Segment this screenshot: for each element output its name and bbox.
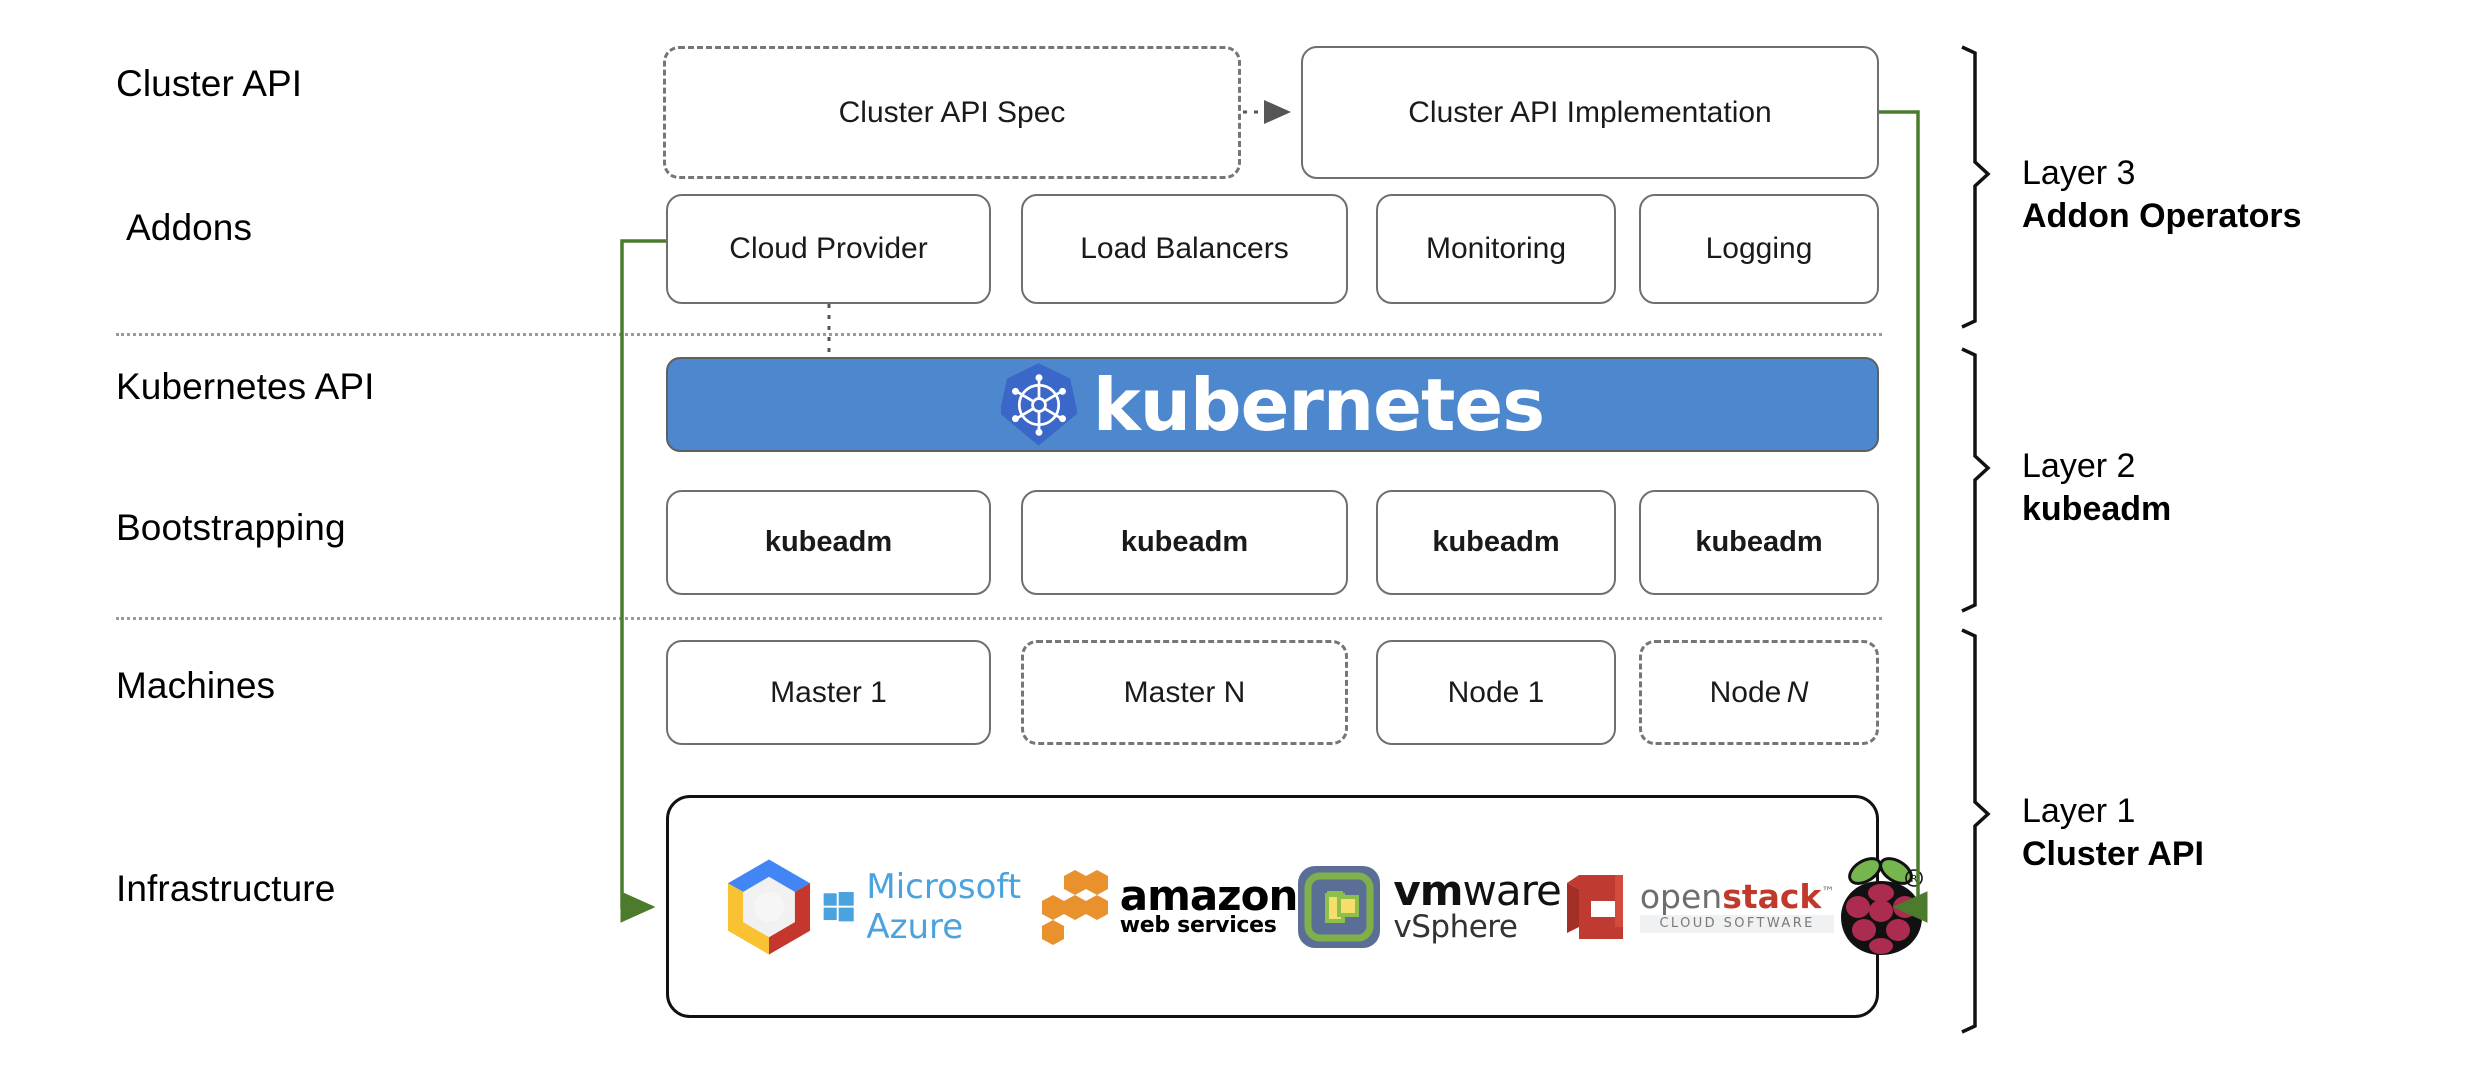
layer-2-name: kubeadm bbox=[2022, 489, 2172, 528]
layer-annotation-2: Layer 2 kubeadm bbox=[2022, 445, 2171, 531]
brace-layer-1 bbox=[1961, 628, 1991, 1034]
row-label-bootstrapping: Bootstrapping bbox=[116, 507, 346, 548]
connector-implementation-to-infrastructure bbox=[1879, 110, 1928, 923]
azure-wordmark: Microsoft Azure bbox=[866, 866, 1022, 947]
infrastructure-container[interactable]: Microsoft Azure amazon bbox=[666, 795, 1924, 1018]
separator-layer3-layer2 bbox=[116, 333, 1882, 336]
layer-2-label: Layer 2 bbox=[2022, 447, 2136, 485]
layer-annotation-3: Layer 3 Addon Operators bbox=[2022, 152, 2302, 238]
node-monitoring[interactable]: Monitoring bbox=[1376, 194, 1616, 304]
vsphere-icon bbox=[1298, 865, 1381, 948]
kubernetes-wordmark: kubernetes bbox=[1092, 362, 1545, 447]
row-label-kubernetes-api: Kubernetes API bbox=[116, 366, 375, 407]
logo-openstack[interactable]: openstack™ CLOUD SOFTWARE bbox=[1561, 857, 1835, 957]
node-load-balancers[interactable]: Load Balancers bbox=[1021, 194, 1348, 304]
openstack-tagline: CLOUD SOFTWARE bbox=[1639, 915, 1835, 933]
raspberry-pi-icon: R bbox=[1841, 856, 1924, 955]
node-node-n-label: Node bbox=[1709, 675, 1782, 709]
brace-layer-2 bbox=[1961, 347, 1991, 613]
logo-amazon-web-services[interactable]: amazon web services bbox=[1038, 857, 1298, 957]
logo-vmware-vsphere[interactable]: vmware vSphere bbox=[1297, 857, 1562, 957]
openstack-wordmark: openstack™ bbox=[1640, 880, 1835, 915]
vmware-wordmark-vm: vm bbox=[1393, 866, 1463, 915]
layer-3-label: Layer 3 bbox=[2022, 154, 2136, 192]
node-kubeadm-3[interactable]: kubeadm bbox=[1376, 490, 1616, 595]
vsphere-wordmark: vSphere bbox=[1393, 909, 1518, 945]
row-label-machines: Machines bbox=[116, 665, 276, 706]
vmware-wordmark-ware: ware bbox=[1462, 866, 1562, 915]
aws-wordmark-web-services: web services bbox=[1119, 912, 1277, 938]
node-kubeadm-2[interactable]: kubeadm bbox=[1021, 490, 1348, 595]
aws-cubes-icon bbox=[1041, 869, 1108, 945]
kubernetes-api-banner[interactable]: kubernetes bbox=[666, 357, 1879, 452]
trademark-icon: ™ bbox=[1821, 885, 1835, 901]
layer-annotation-1: Layer 1 Cluster API bbox=[2022, 790, 2204, 876]
node-cloud-provider[interactable]: Cloud Provider bbox=[666, 194, 991, 304]
openstack-wordmark-stack: stack bbox=[1722, 877, 1822, 917]
openstack-icon bbox=[1566, 874, 1623, 939]
logo-microsoft-azure[interactable]: Microsoft Azure bbox=[823, 857, 1038, 957]
aws-wordmark-amazon: amazon bbox=[1119, 871, 1299, 921]
node-kubeadm-4[interactable]: kubeadm bbox=[1639, 490, 1879, 595]
logo-raspberry-pi[interactable]: R bbox=[1834, 856, 1930, 957]
openstack-wordmark-open: open bbox=[1639, 877, 1723, 917]
node-node-n-suffix: N bbox=[1786, 675, 1809, 709]
node-node-1[interactable]: Node 1 bbox=[1376, 640, 1616, 745]
node-node-n[interactable]: Node N bbox=[1639, 640, 1879, 745]
brace-layer-3 bbox=[1961, 45, 1991, 329]
layer-1-label: Layer 1 bbox=[2022, 792, 2136, 830]
row-label-addons: Addons bbox=[126, 207, 253, 248]
node-kubeadm-1[interactable]: kubeadm bbox=[666, 490, 991, 595]
row-label-cluster-api: Cluster API bbox=[116, 63, 303, 104]
kubernetes-helm-icon bbox=[1000, 361, 1077, 449]
windows-icon bbox=[823, 891, 854, 921]
layer-1-name: Cluster API bbox=[2022, 834, 2205, 873]
node-cluster-api-spec[interactable]: Cluster API Spec bbox=[663, 46, 1241, 179]
logo-google-cloud-platform[interactable] bbox=[715, 857, 823, 957]
row-label-infrastructure: Infrastructure bbox=[116, 868, 336, 909]
connector-cloud-provider-to-infrastructure bbox=[620, 239, 666, 923]
node-logging[interactable]: Logging bbox=[1639, 194, 1879, 304]
vmware-wordmark: vmware bbox=[1393, 870, 1561, 912]
node-cluster-api-implementation[interactable]: Cluster API Implementation bbox=[1301, 46, 1879, 179]
node-master-n[interactable]: Master N bbox=[1021, 640, 1348, 745]
svg-text:R: R bbox=[1911, 874, 1918, 885]
separator-layer2-layer1 bbox=[116, 617, 1882, 620]
node-master-1[interactable]: Master 1 bbox=[666, 640, 991, 745]
layer-3-name: Addon Operators bbox=[2022, 196, 2302, 235]
